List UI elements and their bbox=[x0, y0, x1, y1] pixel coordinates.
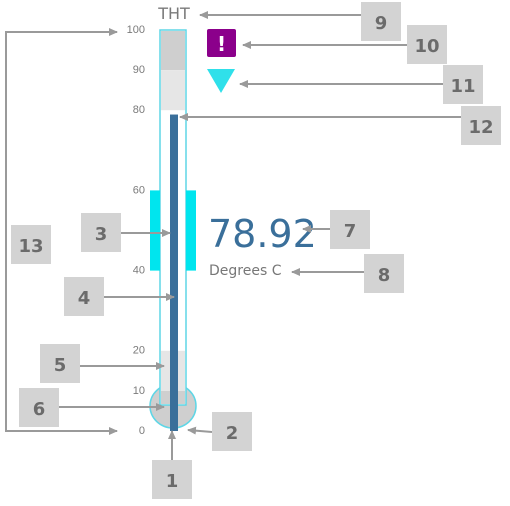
units-label: Degrees C bbox=[209, 263, 282, 279]
callout-number: 13 bbox=[18, 236, 43, 257]
scale-tick-label: 60 bbox=[133, 184, 145, 196]
scale-tick-label: 40 bbox=[133, 265, 145, 277]
scale-tick-label: 100 bbox=[127, 24, 145, 36]
callout-number: 9 bbox=[375, 13, 388, 34]
callout-number: 7 bbox=[344, 221, 357, 242]
scale-tick-label: 10 bbox=[133, 385, 145, 397]
callout-number: 6 bbox=[33, 399, 46, 420]
callout-number: 2 bbox=[226, 423, 239, 444]
callout-box-6: 6 bbox=[19, 388, 59, 427]
alarm-indicator: ! bbox=[207, 29, 236, 57]
callout-arrows bbox=[5, 11, 461, 460]
callout-box-11: 11 bbox=[443, 65, 483, 104]
callout-number: 5 bbox=[54, 355, 67, 376]
scale-tick-label: 0 bbox=[139, 425, 145, 437]
callout-number: 3 bbox=[95, 224, 108, 245]
band-bracket-left bbox=[150, 190, 160, 271]
callout-box-13: 13 bbox=[11, 225, 51, 264]
alarm-badge-icon bbox=[207, 29, 236, 57]
callout-box-10: 10 bbox=[407, 25, 447, 64]
callout-box-8: 8 bbox=[364, 254, 404, 293]
callout-box-4: 4 bbox=[64, 277, 104, 316]
scale-tick-label: 90 bbox=[133, 64, 145, 76]
callout-box-9: 9 bbox=[361, 2, 401, 41]
callout-number: 12 bbox=[468, 117, 493, 138]
scale-tick-label: 80 bbox=[133, 104, 145, 116]
value-readout: 78.92 bbox=[208, 212, 317, 256]
callout-box-5: 5 bbox=[40, 344, 80, 383]
scale-tick-label: 20 bbox=[133, 345, 145, 357]
callout-number: 8 bbox=[378, 265, 391, 286]
callout-box-7: 7 bbox=[330, 210, 370, 249]
callout-box-3: 3 bbox=[81, 213, 121, 252]
gauge-title: THT bbox=[157, 4, 190, 23]
callout-box-12: 12 bbox=[461, 106, 501, 145]
callout-number: 11 bbox=[450, 76, 475, 97]
callout-number: 1 bbox=[166, 471, 179, 492]
alarm-symbol: ! bbox=[217, 32, 226, 56]
callout-box-1: 1 bbox=[152, 460, 192, 499]
callout-number: 10 bbox=[414, 36, 439, 57]
value-fill-bar bbox=[170, 114, 178, 432]
callout-box-2: 2 bbox=[212, 412, 252, 451]
trend-down-triangle-icon bbox=[207, 69, 235, 93]
band-bracket-right bbox=[186, 190, 196, 271]
callout-number: 4 bbox=[78, 288, 91, 309]
callout-arrow-2 bbox=[187, 426, 213, 435]
range-zone-high-high bbox=[161, 31, 185, 71]
range-zone-high bbox=[161, 70, 185, 111]
